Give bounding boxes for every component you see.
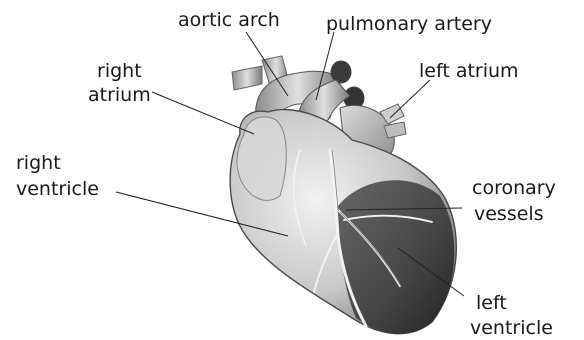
label-left-ventricle: left ventricle (470, 292, 553, 339)
leader-left-atrium (390, 80, 430, 118)
aorta-branch-left (232, 66, 262, 90)
label-aortic-arch: aortic arch (178, 9, 280, 31)
left-ventricle-shape (338, 180, 454, 333)
label-left-atrium: left atrium (419, 60, 519, 82)
label-pulmonary-artery: pulmonary artery (326, 13, 492, 35)
pulmonary-opening-1 (331, 61, 351, 83)
label-coronary-vessels: coronary vessels (472, 177, 556, 225)
label-right-atrium: right atrium (88, 60, 151, 106)
label-right-ventricle: right ventricle (16, 152, 99, 200)
leader-right-atrium (152, 92, 254, 134)
